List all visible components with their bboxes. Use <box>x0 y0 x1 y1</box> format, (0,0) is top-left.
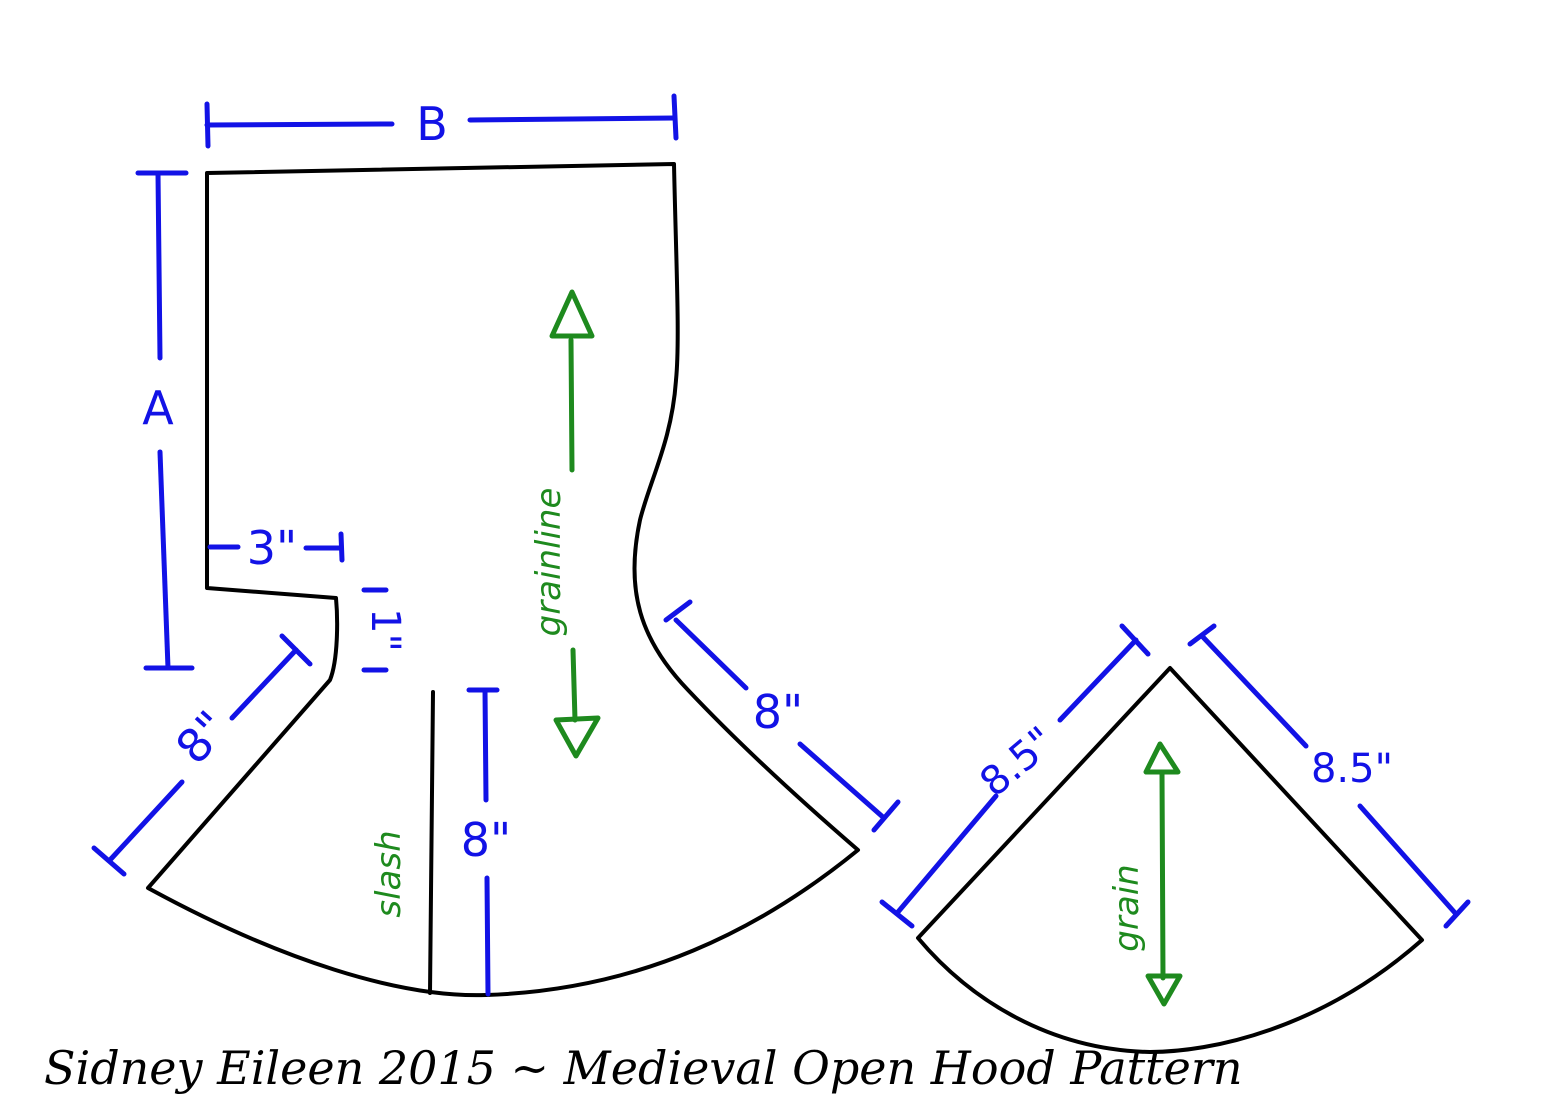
grainline-arrowhead-up <box>549 289 595 339</box>
dimension-gusset-right: 8.5" <box>1187 623 1471 929</box>
dimension-b-line-left <box>204 121 395 128</box>
gusset-left-line-upper <box>1057 637 1139 723</box>
gusset-grain-shaft <box>1159 769 1166 981</box>
gusset-left-tick-top <box>1119 623 1151 657</box>
dimension-a-label: A <box>142 381 174 435</box>
slash-depth-line-lower <box>484 875 491 997</box>
grainline-shaft-upper <box>568 337 575 473</box>
left-slope-tick-bottom <box>91 845 127 877</box>
shoulder-width-label: 3" <box>247 521 297 575</box>
pattern-caption: Sidney Eileen 2015 ~ Medieval Open Hood … <box>44 1041 1242 1095</box>
dimension-left-slope: 8" <box>91 633 313 877</box>
dimension-b: B <box>204 93 679 151</box>
gusset-grain-arrowhead-down <box>1145 973 1183 1007</box>
dimension-b-tick-right <box>671 93 679 141</box>
grainline-shaft-lower <box>570 647 578 723</box>
gusset-grain-label: grain <box>1107 864 1147 951</box>
right-slope-label: 8" <box>753 685 803 739</box>
grainline-arrowhead-down <box>553 715 601 759</box>
dimension-a: A <box>135 170 195 671</box>
right-slope-tick-top <box>663 599 693 623</box>
hood-piece-outline <box>146 162 860 998</box>
slash-label: slash <box>369 830 409 917</box>
dimension-slash-depth: 8" <box>461 687 511 997</box>
gusset-piece <box>916 666 1424 1054</box>
gusset-right-tick-top <box>1187 623 1217 647</box>
dimension-b-line-right <box>467 115 677 123</box>
left-slope-line-upper <box>229 647 299 721</box>
hood-piece <box>146 162 860 998</box>
dimension-b-label: B <box>416 97 448 151</box>
gusset-left-line-lower <box>895 793 999 915</box>
gusset-grain-arrow: grain <box>1107 741 1183 1007</box>
shoulder-width-tick <box>338 531 345 563</box>
gusset-grain-arrowhead-up <box>1143 741 1181 775</box>
dimension-shoulder-width: 3" <box>207 521 345 575</box>
grainline-arrow: grainline <box>529 289 601 759</box>
shoulder-drop-label: 1" <box>362 608 408 652</box>
gusset-piece-outline <box>916 666 1424 1054</box>
left-slope-line-lower <box>107 779 185 863</box>
gusset-right-tick-bottom <box>1443 899 1471 929</box>
dimension-a-line-bottom <box>157 449 171 671</box>
slash-depth-label: 8" <box>461 813 511 867</box>
left-slope-tick-top <box>279 633 313 667</box>
grainline-label: grainline <box>529 488 569 637</box>
dimension-shoulder-drop: 1" <box>361 587 408 673</box>
gusset-left-label: 8.5" <box>971 718 1063 806</box>
gusset-right-label: 8.5" <box>1311 746 1393 792</box>
slash-depth-line-upper <box>482 687 489 803</box>
gusset-left-tick-bottom <box>879 899 915 929</box>
gusset-right-line-lower <box>1357 803 1459 917</box>
gusset-right-line-upper <box>1199 633 1309 749</box>
right-slope-line-upper <box>673 617 749 691</box>
right-slope-line-lower <box>797 741 887 821</box>
left-slope-label: 8" <box>165 700 239 774</box>
dimension-right-slope: 8" <box>663 599 901 833</box>
dimension-a-line-top <box>155 170 163 361</box>
dimension-b-tick-left <box>204 101 211 149</box>
slash-line <box>428 690 435 995</box>
right-slope-tick-bottom <box>871 799 901 833</box>
